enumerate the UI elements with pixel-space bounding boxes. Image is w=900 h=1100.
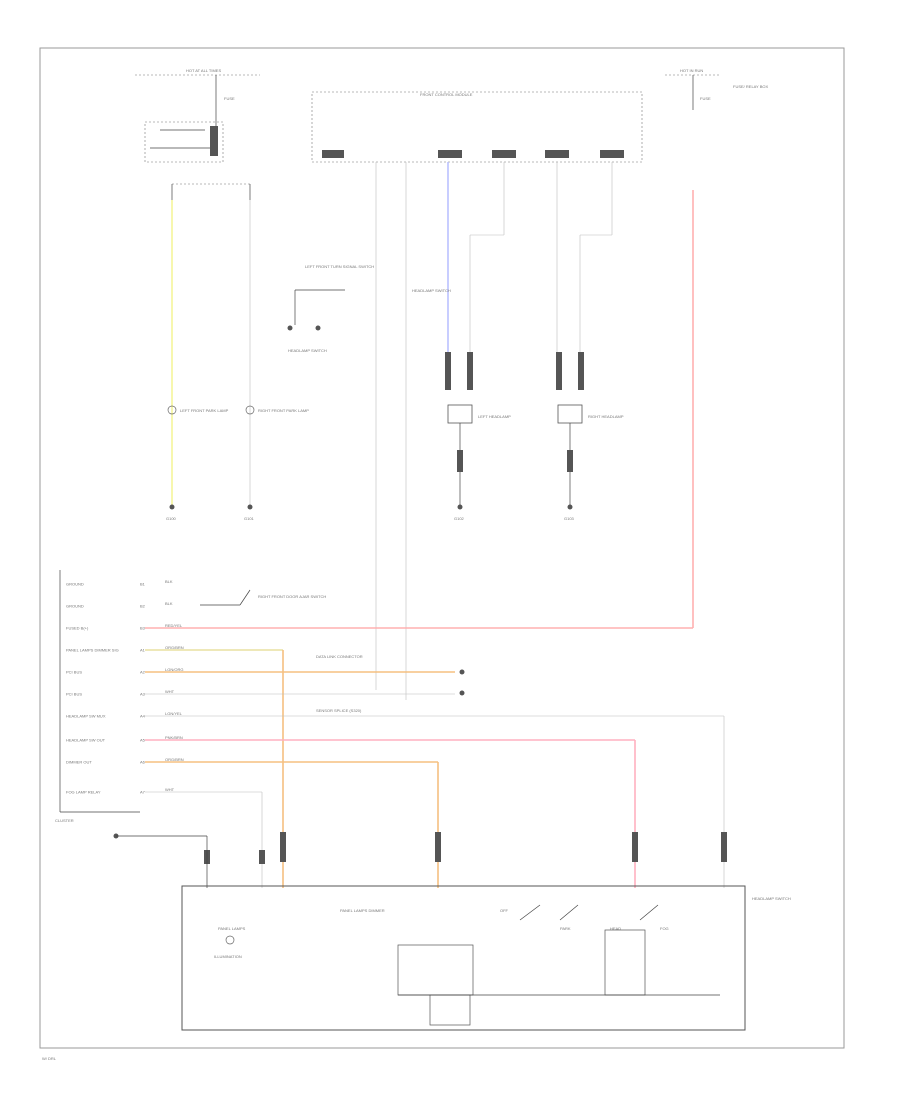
hot-all-label: HOT AT ALL TIMES: [186, 68, 221, 73]
cluster-row: PANEL LAMPS DIMMER SIG A1 ORG/BRN: [66, 645, 184, 653]
cluster-row: HEADLAMP SW MUX A4 LGN/YEL: [66, 711, 183, 719]
park-label: PARK: [560, 926, 571, 931]
cluster-row: DIMMER OUT A6 ORG/BRN: [66, 757, 184, 765]
illumination-label: ILLUMINATION: [214, 954, 242, 959]
cluster-row-pin: A5: [140, 738, 146, 743]
ground-g103: G103: [564, 516, 575, 521]
left-park-lamp-label: LEFT FRONT PARK LAMP: [180, 408, 229, 413]
turn-switch-note: HEADLAMP SWITCH: [412, 288, 451, 293]
head-label: HEAD: [610, 926, 621, 931]
cluster-row-label: PANEL LAMPS DIMMER SIG: [66, 648, 119, 653]
cluster-row-pin: B2: [140, 604, 146, 609]
cluster-row-wire: ORG/BRN: [165, 757, 184, 762]
cluster-row-label: FOG LAMP RELAY: [66, 790, 101, 795]
cluster-row-wire: WHT: [165, 689, 175, 694]
cluster-row-wire: LGN/YEL: [165, 711, 183, 716]
sensor-splice-label: SENSOR SPLICE (S320): [316, 708, 362, 713]
cluster-row-pin: B3: [140, 626, 146, 631]
cluster-row-wire: BLK: [165, 579, 173, 584]
right-park-lamp: RIGHT FRONT PARK LAMP: [245, 405, 309, 415]
cluster-row-wire: LGN/ORG: [165, 667, 183, 672]
left-park-lamp: LEFT FRONT PARK LAMP: [167, 405, 229, 415]
cluster-row-label: GROUND: [66, 582, 84, 587]
fuse-left-label: FUSE: [224, 96, 235, 101]
control-module: FRONT CONTROL MODULE: [311, 91, 643, 163]
switch-box-name: HEADLAMP SWITCH: [752, 896, 791, 901]
data-link-connector: DATA LINK CONNECTOR SENSOR SPLICE (S320): [316, 654, 465, 713]
left-headlamp: LEFT HEADLAMP G102: [445, 352, 511, 521]
turn-switch-label: LEFT FRONT TURN SIGNAL SWITCH: [305, 264, 374, 269]
cluster-row: FOG LAMP RELAY A7 WHT: [66, 787, 175, 795]
cluster-row-pin: A6: [140, 760, 146, 765]
right-headlamp: RIGHT HEADLAMP G103: [556, 352, 624, 521]
panel-dimmer-label: PANEL LAMPS DIMMER: [340, 908, 385, 913]
cluster-row-wire: ORG/BRN: [165, 645, 184, 650]
cluster-row: GROUND B1 BLK: [66, 579, 173, 587]
panel-lamps-label: PANEL LAMPS: [218, 926, 246, 931]
fuse-right-label: FUSE: [700, 96, 711, 101]
data-link-label: DATA LINK CONNECTOR: [316, 654, 363, 659]
cluster-row-label: GROUND: [66, 604, 84, 609]
ground-g102: G102: [454, 516, 465, 521]
cluster-row-wire: BLK: [165, 601, 173, 606]
cluster-row: GROUND B2 BLK: [66, 601, 173, 609]
cluster-row-label: HEADLAMP SW MUX: [66, 714, 106, 719]
cluster-row: PCI BUS A2 LGN/ORG: [66, 667, 183, 675]
footer-code: W/ DRL: [42, 1056, 57, 1061]
cluster-row: HEADLAMP SW OUT A5 PNK/BRN: [66, 735, 183, 743]
cluster-row-pin: B1: [140, 582, 146, 587]
cluster-row: PCI BUS A3 WHT: [66, 689, 175, 697]
cluster-row-pin: A1: [140, 648, 146, 653]
cluster-name: CLUSTER: [55, 818, 74, 823]
cluster-row-pin: A7: [140, 790, 146, 795]
power-rail-right: HOT IN RUN FUSE FUSE/ RELAY BOX: [665, 68, 769, 110]
left-headlamp-label: LEFT HEADLAMP: [478, 414, 511, 419]
right-park-lamp-label: RIGHT FRONT PARK LAMP: [258, 408, 309, 413]
cluster-row-label: PCI BUS: [66, 692, 82, 697]
cluster-row-label: HEADLAMP SW OUT: [66, 738, 106, 743]
power-rail-left: HOT AT ALL TIMES FUSE: [135, 68, 260, 128]
fog-label: FOG: [660, 926, 669, 931]
cluster-row-label: DIMMER OUT: [66, 760, 92, 765]
ground-g101: G101: [244, 516, 255, 521]
cluster-row-pin: A3: [140, 692, 146, 697]
ground-left-pair: G100 G101: [166, 504, 255, 521]
cluster-row-label: PCI BUS: [66, 670, 82, 675]
hot-run-label: HOT IN RUN: [680, 68, 703, 73]
cluster-row-wire: WHT: [165, 787, 175, 792]
off-label: OFF: [500, 908, 509, 913]
junction-box-label: FUSE/ RELAY BOX: [733, 84, 769, 89]
ground-bottom-left: [113, 833, 208, 888]
cluster-row: FUSED B(+) B3 RED/YEL: [66, 623, 183, 631]
diagram-frame: [39, 47, 845, 1049]
cluster-row-wire: RED/YEL: [165, 623, 183, 628]
ground-g100: G100: [166, 516, 177, 521]
cluster-row-pin: A4: [140, 714, 146, 719]
cluster-row-pin: A2: [140, 670, 146, 675]
right-headlamp-label: RIGHT HEADLAMP: [588, 414, 624, 419]
control-module-label: FRONT CONTROL MODULE: [420, 92, 473, 97]
door-ajar-label: RIGHT FRONT DOOR AJAR SWITCH: [258, 594, 326, 599]
cluster-row-label: FUSED B(+): [66, 626, 89, 631]
ground-pad-label: HEADLAMP SWITCH: [288, 348, 327, 353]
cluster-row-wire: PNK/BRN: [165, 735, 183, 740]
door-ajar-switch: RIGHT FRONT DOOR AJAR SWITCH: [200, 589, 326, 606]
relay-box: [144, 121, 224, 163]
turn-signal-switch: LEFT FRONT TURN SIGNAL SWITCH HEADLAMP S…: [287, 264, 451, 353]
cluster-connector: CLUSTER: [55, 570, 140, 823]
headlamp-switch-box: HEADLAMP SWITCH ILLUMINATION PANEL LAMPS…: [181, 885, 791, 1031]
